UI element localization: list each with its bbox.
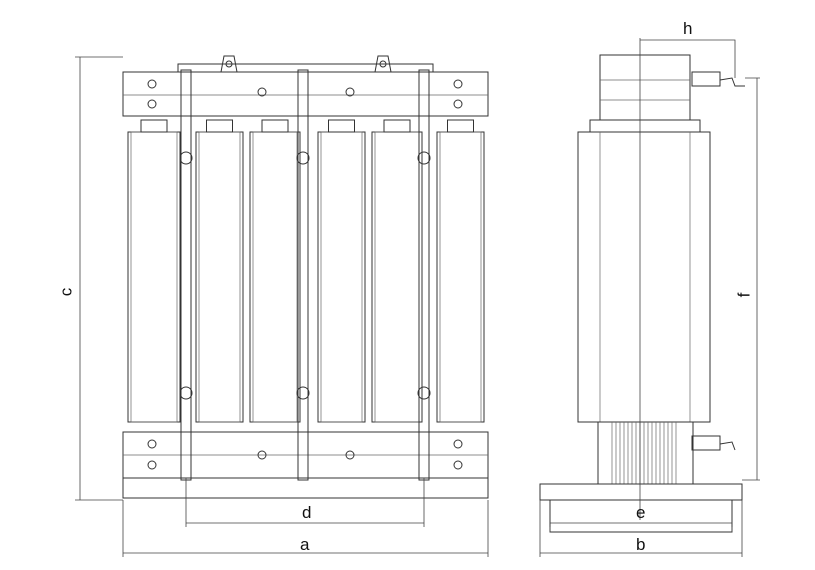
coil-spacer xyxy=(140,119,168,133)
lug-hole xyxy=(225,60,233,68)
bolt-icon xyxy=(345,450,355,460)
coil-inner xyxy=(252,131,298,423)
rod-eye xyxy=(296,151,310,165)
dimension-label-e: e xyxy=(636,503,646,522)
coil xyxy=(371,131,423,423)
rod-eye xyxy=(296,386,310,400)
bolt-icon xyxy=(147,439,157,449)
coil-spacer xyxy=(206,119,233,133)
tie-rod xyxy=(180,69,192,481)
dimension-label-d: d xyxy=(302,503,312,522)
dimension-label-a: a xyxy=(300,535,310,554)
dimension-label-f: f xyxy=(734,292,754,298)
bolt-icon xyxy=(257,450,267,460)
coil-inner xyxy=(198,131,241,423)
dimension-label-b: b xyxy=(636,535,646,554)
bolt-icon xyxy=(345,87,355,97)
rod-eye xyxy=(179,151,193,165)
coil xyxy=(317,131,366,423)
lug-hole xyxy=(379,60,387,68)
lifting-lug-icon xyxy=(220,55,238,73)
lifting-lug-icon xyxy=(374,55,392,73)
side-view xyxy=(539,54,745,533)
bolt-icon xyxy=(147,460,157,470)
coil-inner xyxy=(320,131,363,423)
rod-eye xyxy=(179,386,193,400)
bolt-icon xyxy=(147,99,157,109)
bolt-icon xyxy=(257,87,267,97)
coil-spacer xyxy=(328,119,355,133)
coil xyxy=(436,131,485,423)
coil-inner xyxy=(439,131,482,423)
tie-rod xyxy=(297,69,309,481)
dimension-lines xyxy=(75,38,760,557)
bushing-bottom xyxy=(691,435,736,451)
bolt-icon xyxy=(453,99,463,109)
front-view xyxy=(122,55,489,499)
bolt-icon xyxy=(453,460,463,470)
coil-spacer xyxy=(447,119,474,133)
bolt-icon xyxy=(147,79,157,89)
coil xyxy=(249,131,301,423)
bolt-icon xyxy=(453,79,463,89)
coil-spacer xyxy=(261,119,289,133)
coil-inner xyxy=(130,131,178,423)
bolt-icon xyxy=(453,439,463,449)
dimension-label-h: h xyxy=(683,19,693,38)
bushing-top xyxy=(691,71,745,87)
coil-inner xyxy=(374,131,420,423)
coil-spacer xyxy=(383,119,411,133)
coil xyxy=(195,131,244,423)
coil xyxy=(127,131,181,423)
rod-eye xyxy=(417,151,431,165)
rod-eye xyxy=(417,386,431,400)
dimension-label-c: c xyxy=(56,287,76,297)
